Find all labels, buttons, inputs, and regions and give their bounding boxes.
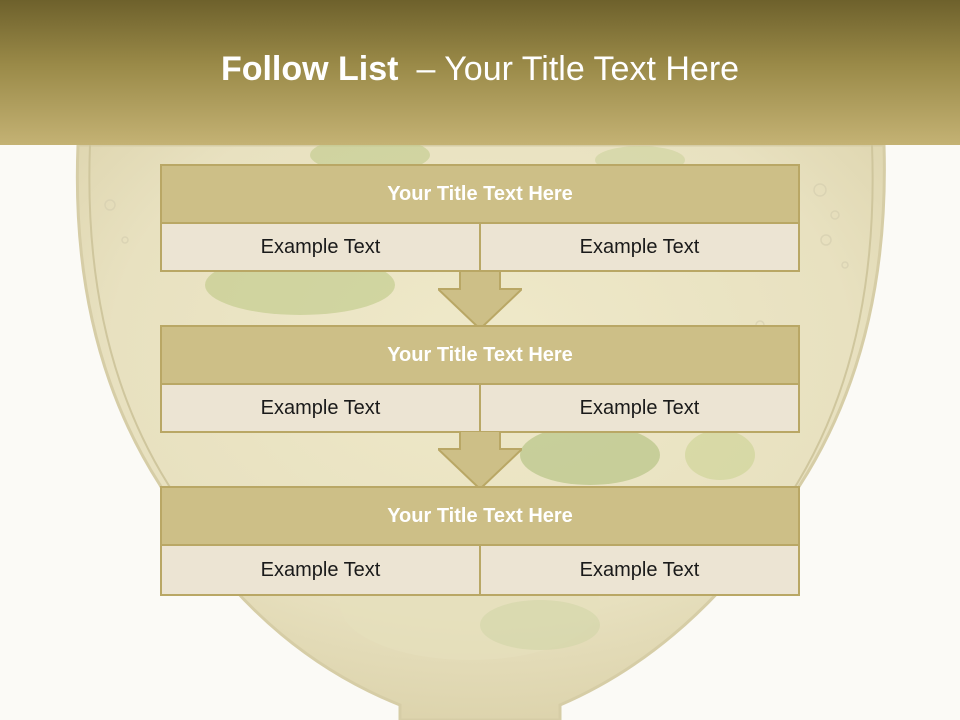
down-arrow-icon [438, 431, 522, 489]
step-cell-right: Example Text [479, 385, 798, 431]
step-box-2: Your Title Text Here Example Text Exampl… [160, 325, 800, 433]
slide-title-bold: Follow List [220, 50, 399, 88]
step-cell-right: Example Text [479, 224, 798, 270]
step-row: Example Text Example Text [162, 224, 798, 270]
step-cell-left: Example Text [162, 546, 479, 594]
step-title: Your Title Text Here [162, 488, 798, 546]
step-title: Your Title Text Here [162, 327, 798, 385]
down-arrow-icon [438, 271, 522, 329]
slide-title-rest: – Your Title Text Here [416, 50, 740, 88]
step-row: Example Text Example Text [162, 546, 798, 594]
header-banner [0, 0, 960, 145]
step-title: Your Title Text Here [162, 166, 798, 224]
step-cell-left: Example Text [162, 385, 479, 431]
step-box-1: Your Title Text Here Example Text Exampl… [160, 164, 800, 272]
step-cell-left: Example Text [162, 224, 479, 270]
step-row: Example Text Example Text [162, 385, 798, 431]
slide-title: Follow List – Your Title Text Here [0, 0, 960, 145]
step-box-3: Your Title Text Here Example Text Exampl… [160, 486, 800, 596]
step-cell-right: Example Text [479, 546, 798, 594]
